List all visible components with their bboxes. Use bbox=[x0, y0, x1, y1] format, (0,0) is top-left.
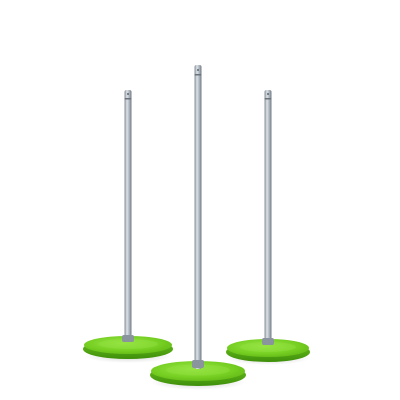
right-base-highlight bbox=[240, 342, 296, 352]
center-pole-clamp bbox=[192, 360, 204, 368]
right-pole-joint bbox=[264, 98, 272, 100]
center-pole-hole bbox=[197, 69, 199, 71]
pole-stand-center bbox=[150, 65, 246, 390]
center-base-highlight bbox=[166, 364, 230, 376]
left-pole-joint bbox=[124, 98, 132, 100]
right-pole-hole bbox=[267, 93, 269, 95]
right-pole bbox=[264, 90, 272, 345]
left-pole-hole bbox=[127, 93, 129, 95]
left-pole-clamp bbox=[122, 335, 134, 342]
left-pole bbox=[124, 90, 132, 342]
center-pole bbox=[194, 65, 202, 369]
pole-stand-left bbox=[83, 90, 173, 363]
center-pole-joint bbox=[194, 74, 202, 76]
left-base-highlight bbox=[98, 339, 158, 349]
pole-stand-right bbox=[226, 90, 310, 365]
right-pole-clamp bbox=[262, 338, 274, 345]
